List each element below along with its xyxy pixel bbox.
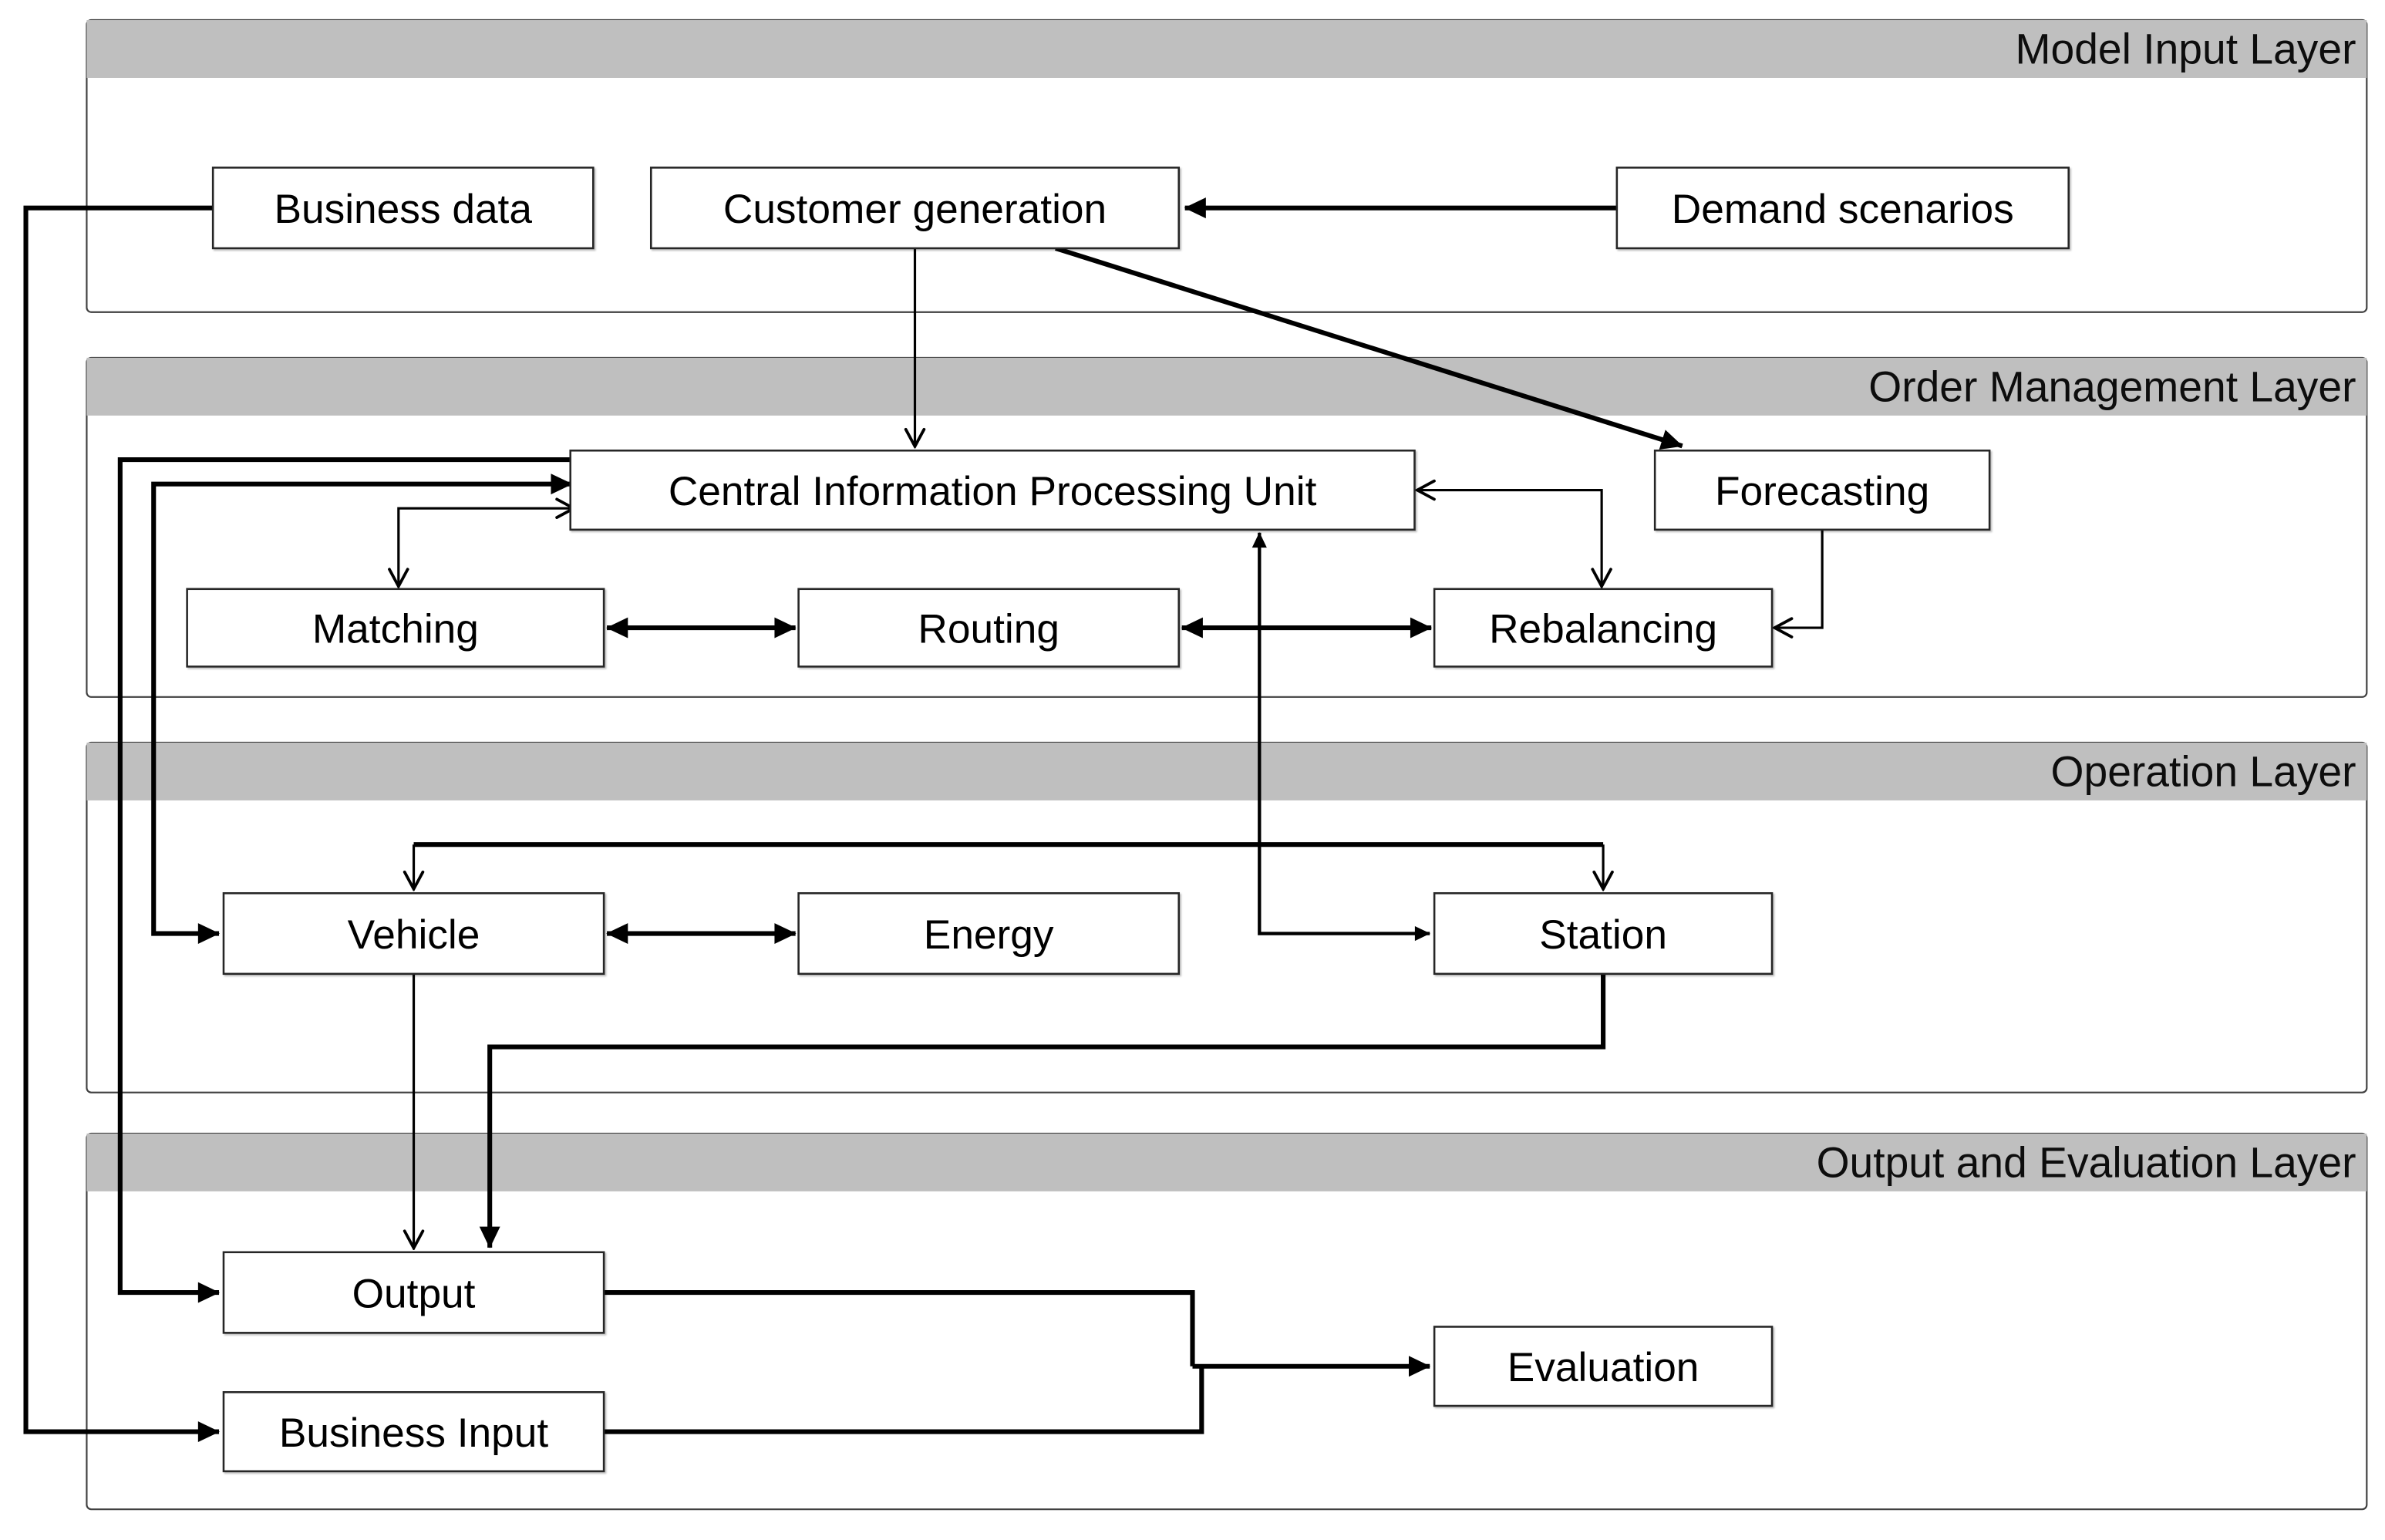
output-box: [222, 1251, 605, 1334]
node-customer-generation: Customer generation: [649, 167, 1181, 250]
energy-label: Energy: [924, 912, 1054, 958]
edge-cipu-rebalancing: [1417, 490, 1602, 586]
layer-model-input: Model Input Layer: [86, 19, 2368, 313]
business-data-label: Business data: [274, 187, 532, 232]
node-business-data: Business data: [211, 167, 595, 250]
layer-title: Operation Layer: [2051, 747, 2356, 795]
matching-label: Matching: [312, 607, 479, 652]
station-label: Station: [1539, 912, 1667, 958]
cipu-box: [569, 449, 1416, 531]
node-energy: Energy: [797, 891, 1181, 976]
forecasting-box: [1653, 449, 1991, 531]
layer-band: [86, 357, 2367, 416]
demand-scenarios-label: Demand scenarios: [1672, 187, 2014, 232]
energy-box: [797, 891, 1181, 976]
customer-generation-label: Customer generation: [723, 187, 1107, 232]
routing-label: Routing: [918, 607, 1059, 652]
node-vehicle: Vehicle: [222, 891, 605, 976]
edge-cipu-to-output: [117, 457, 575, 1303]
rebalancing-label: Rebalancing: [1489, 607, 1717, 652]
layer-band: [86, 742, 2367, 800]
vehicle-box: [222, 891, 605, 976]
node-forecasting: Forecasting: [1653, 449, 1991, 531]
layer-title: Model Input Layer: [2015, 25, 2356, 72]
node-output: Output: [222, 1251, 605, 1334]
node-cipu: Central Information Processing Unit: [569, 449, 1416, 531]
node-routing: Routing: [797, 588, 1181, 668]
node-evaluation: Evaluation: [1433, 1326, 1774, 1407]
layer-band: [86, 1133, 2367, 1191]
edges: [23, 197, 1824, 1443]
cipu-label: Central Information Processing Unit: [669, 469, 1317, 514]
node-business-input: Business Input: [222, 1391, 605, 1473]
business-input-label: Business Input: [279, 1410, 549, 1456]
vehicle-label: Vehicle: [348, 912, 480, 958]
layer-title: Output and Evaluation Layer: [1817, 1138, 2356, 1186]
evaluation-label: Evaluation: [1507, 1345, 1699, 1390]
edge-forecasting-to-rebalancing: [1775, 529, 1824, 628]
node-station: Station: [1433, 891, 1774, 976]
layer-output-evaluation: Output and Evaluation Layer: [86, 1132, 2368, 1511]
business-input-box: [222, 1391, 605, 1473]
rebalancing-box: [1433, 588, 1774, 668]
edge-customer-generation-to-forecasting: [1055, 245, 1683, 450]
edge-output-to-merge: [604, 1290, 1195, 1366]
node-demand-scenarios: Demand scenarios: [1615, 167, 2070, 250]
forecasting-label: Forecasting: [1715, 469, 1929, 514]
edge-cipu-vehicle: [151, 473, 573, 945]
edge-cipu-station: [1251, 532, 1430, 942]
layer-band: [86, 20, 2367, 78]
layer-title: Order Management Layer: [1868, 362, 2356, 410]
output-label: Output: [352, 1272, 476, 1317]
demand-scenarios-box: [1615, 167, 2070, 250]
layer-order-management: Order Management Layer: [86, 356, 2368, 698]
evaluation-box: [1433, 1326, 1774, 1407]
station-box: [1433, 891, 1774, 976]
node-rebalancing: Rebalancing: [1433, 588, 1774, 668]
business-data-box: [211, 167, 595, 250]
edge-station-to-output: [479, 973, 1606, 1249]
edge-business-data-to-business-input: [23, 205, 220, 1443]
edge-cipu-matching: [399, 508, 574, 586]
customer-generation-box: [649, 167, 1181, 250]
matching-box: [186, 588, 605, 668]
node-matching: Matching: [186, 588, 605, 668]
routing-box: [797, 588, 1181, 668]
edge-business-input-to-merge: [604, 1366, 1204, 1434]
